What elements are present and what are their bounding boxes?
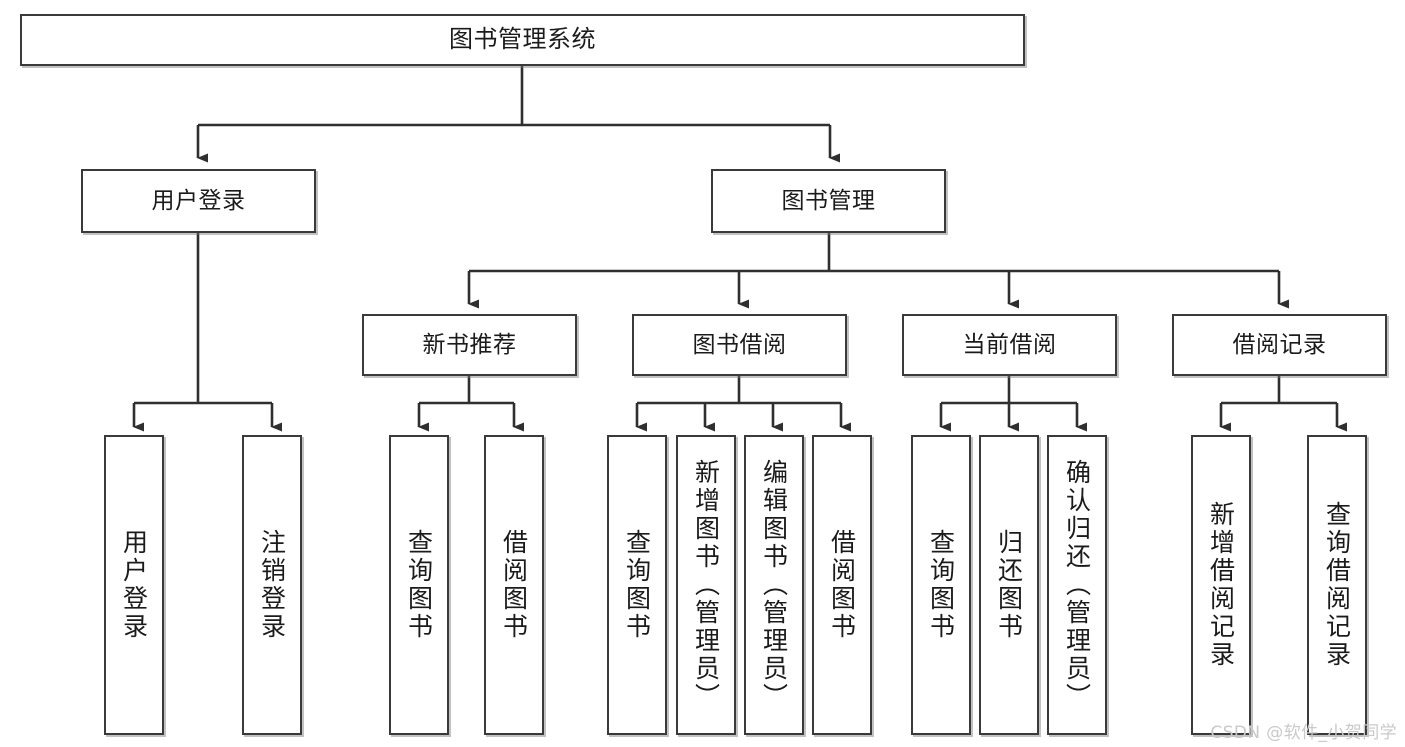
node-leaf-edit-book-label: 编辑图书（管理员） [759,459,789,711]
node-leaf-user-login-label: 用户登录 [119,529,149,641]
node-book-borrow-label: 图书借阅 [692,331,787,358]
node-leaf-add-book-label: 新增图书（管理员） [691,459,721,711]
node-leaf-query-book-1[interactable]: 查询图书 [389,435,449,735]
node-leaf-borrow-book-1[interactable]: 借阅图书 [484,435,544,735]
node-borrow-record[interactable]: 借阅记录 [1172,314,1387,376]
node-book-manage-label: 图书管理 [781,187,876,214]
watermark: CSDN @软件_小贺同学 [1210,723,1397,743]
node-root-label: 图书管理系统 [449,25,596,54]
node-leaf-user-login[interactable]: 用户登录 [104,435,164,735]
node-leaf-query-record[interactable]: 查询借阅记录 [1307,435,1367,735]
node-user-login-label: 用户登录 [151,187,246,214]
node-leaf-borrow-book-2[interactable]: 借阅图书 [812,435,872,735]
node-new-book-recommend[interactable]: 新书推荐 [362,314,577,376]
node-leaf-query-book-3-label: 查询图书 [926,529,956,641]
node-leaf-confirm-return-label: 确认归还（管理员） [1062,459,1092,711]
node-user-login[interactable]: 用户登录 [81,169,316,233]
node-leaf-add-record[interactable]: 新增借阅记录 [1191,435,1251,735]
node-book-borrow[interactable]: 图书借阅 [632,314,847,376]
node-leaf-edit-book[interactable]: 编辑图书（管理员） [744,435,804,735]
node-leaf-borrow-book-1-label: 借阅图书 [499,529,529,641]
node-current-borrow[interactable]: 当前借阅 [902,314,1117,376]
node-new-book-recommend-label: 新书推荐 [422,331,517,358]
node-leaf-query-book-1-label: 查询图书 [404,529,434,641]
node-leaf-query-book-3[interactable]: 查询图书 [911,435,971,735]
node-leaf-query-book-2[interactable]: 查询图书 [607,435,667,735]
node-borrow-record-label: 借阅记录 [1232,331,1327,358]
node-leaf-return-book[interactable]: 归还图书 [979,435,1039,735]
node-leaf-borrow-book-2-label: 借阅图书 [827,529,857,641]
node-leaf-user-logout[interactable]: 注销登录 [242,435,302,735]
node-leaf-add-book[interactable]: 新增图书（管理员） [676,435,736,735]
node-leaf-user-logout-label: 注销登录 [257,529,287,641]
node-leaf-query-record-label: 查询借阅记录 [1322,501,1352,669]
node-leaf-add-record-label: 新增借阅记录 [1206,501,1236,669]
node-root[interactable]: 图书管理系统 [20,14,1025,66]
node-book-manage[interactable]: 图书管理 [711,169,946,233]
node-leaf-query-book-2-label: 查询图书 [622,529,652,641]
node-leaf-return-book-label: 归还图书 [994,529,1024,641]
node-leaf-confirm-return[interactable]: 确认归还（管理员） [1047,435,1107,735]
node-current-borrow-label: 当前借阅 [962,331,1057,358]
